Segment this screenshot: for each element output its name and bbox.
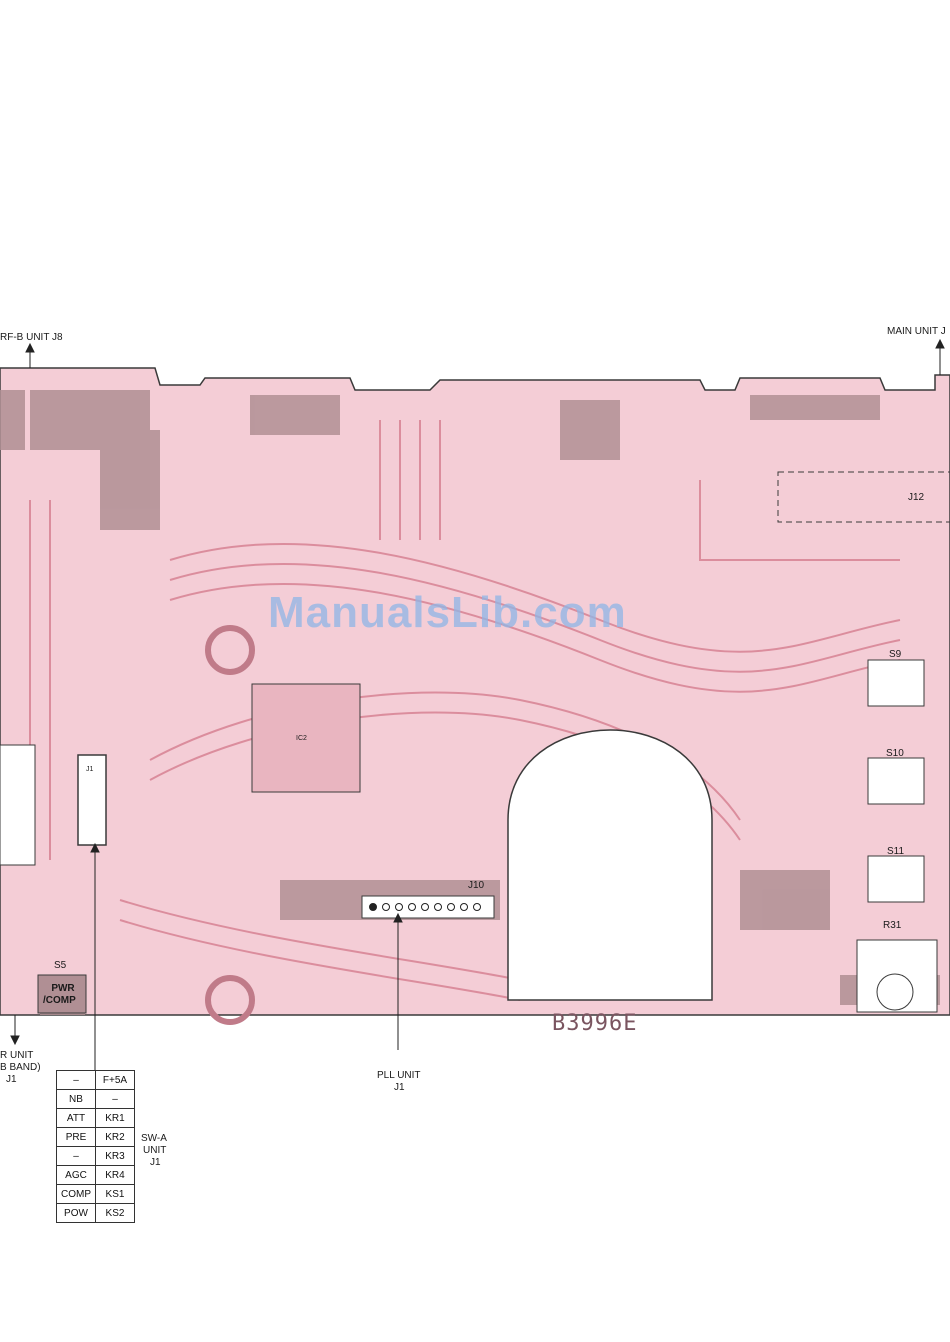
- table-cell: KR1: [96, 1109, 135, 1128]
- j10-pin: [370, 904, 377, 911]
- copper-area: [100, 430, 160, 530]
- copper-area: [560, 400, 620, 460]
- label-swa-j1: J1: [150, 1157, 161, 1169]
- table-cell: F+5A: [96, 1071, 135, 1090]
- copper-area: [0, 390, 25, 450]
- table-cell: KS2: [96, 1204, 135, 1223]
- table-cell: POW: [57, 1204, 96, 1223]
- table-cell: KR3: [96, 1147, 135, 1166]
- switch-s9: [868, 660, 924, 706]
- label-main-unit: MAIN UNIT J: [887, 326, 946, 338]
- label-left-unit-2: B BAND): [0, 1062, 41, 1074]
- board-cutout: [508, 730, 712, 1000]
- label-connector-j1: J1: [86, 764, 93, 776]
- label-j10: J10: [468, 880, 484, 892]
- copper-area: [250, 395, 340, 435]
- table-cell: –: [96, 1090, 135, 1109]
- label-pll-j1: J1: [394, 1082, 405, 1094]
- r31-body: [857, 940, 937, 1012]
- label-s10: S10: [886, 748, 904, 760]
- arrow-head-top-right: [936, 340, 944, 348]
- label-rf-b-unit: RF-B UNIT J8: [0, 332, 63, 344]
- label-s11: S11: [887, 846, 904, 858]
- table-cell: –: [57, 1071, 96, 1090]
- label-r31: R31: [883, 920, 901, 932]
- watermark-text: ManualsLib.com: [268, 588, 627, 638]
- label-s9: S9: [889, 649, 901, 661]
- arrow-head-left-unit: [11, 1036, 19, 1044]
- table-row: –KR3: [57, 1147, 135, 1166]
- label-pll-unit: PLL UNIT: [377, 1070, 421, 1082]
- copper-area: [750, 395, 880, 420]
- switch-s10: [868, 758, 924, 804]
- table-cell: NB: [57, 1090, 96, 1109]
- left-window: [0, 745, 35, 865]
- label-swa: SW-A: [141, 1133, 167, 1145]
- table-cell: KS1: [96, 1185, 135, 1204]
- table-cell: AGC: [57, 1166, 96, 1185]
- label-left-unit-3: J1: [6, 1074, 17, 1086]
- label-comp: /COMP: [43, 995, 76, 1007]
- copper-area: [740, 870, 830, 930]
- table-cell: KR4: [96, 1166, 135, 1185]
- table-cell: ATT: [57, 1109, 96, 1128]
- table-cell: KR2: [96, 1128, 135, 1147]
- label-swa-unit: UNIT: [143, 1145, 166, 1157]
- table-cell: PRE: [57, 1128, 96, 1147]
- switch-s11: [868, 856, 924, 902]
- table-row: –F+5A: [57, 1071, 135, 1090]
- label-j12: J12: [908, 492, 924, 504]
- label-s5: S5: [54, 960, 66, 972]
- label-ic2: IC2: [296, 733, 307, 745]
- table-row: NB–: [57, 1090, 135, 1109]
- table-cell: –: [57, 1147, 96, 1166]
- table-cell: COMP: [57, 1185, 96, 1204]
- label-pwr: PWR: [48, 983, 78, 995]
- board-serial: B3996E: [552, 1011, 637, 1036]
- arrow-head-top-left: [26, 344, 34, 352]
- label-left-unit-1: R UNIT: [0, 1050, 33, 1062]
